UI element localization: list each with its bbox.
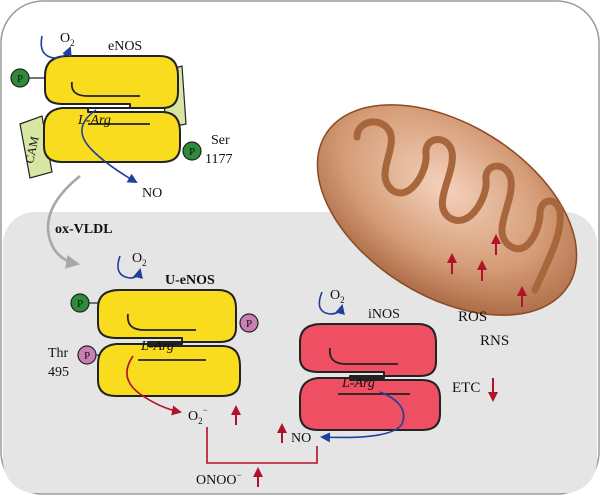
enos-phospho-right-label: P	[189, 146, 195, 158]
uenos-lar-label: L-Arg	[140, 339, 174, 354]
enos-phospho-left	[10, 68, 30, 88]
superoxide-arrow	[126, 355, 182, 416]
etc-label: ETC	[452, 380, 480, 396]
uenos-o2-label: O2	[132, 251, 147, 268]
uenos-o2-arrow	[117, 255, 143, 279]
inos-no-arrow	[320, 391, 405, 443]
ox-vldl-arrow	[46, 174, 81, 269]
enos-phospho-left-label: P	[17, 73, 23, 85]
uenos-phospho-left-label: P	[84, 350, 90, 362]
inos-groove	[328, 347, 398, 365]
ser-number: 1177	[205, 152, 232, 167]
inos-name: iNOS	[368, 307, 400, 322]
enos-phospho-right	[182, 141, 202, 161]
peroxynitrite-label: ONOO−	[196, 470, 242, 488]
enos-o2-label: O2	[60, 31, 75, 48]
uenos-enzyme: P P P	[70, 289, 259, 397]
thr-label: Thr	[48, 346, 69, 361]
enos-body	[43, 55, 181, 163]
uenos-groove	[126, 313, 196, 331]
inos-o2-arrow	[318, 291, 345, 315]
mitochondrion	[316, 104, 578, 316]
enos-lar-label: L-Arg	[77, 113, 111, 128]
superoxide-label: O2−	[188, 405, 208, 426]
enos-enzyme: CAM P P	[10, 55, 202, 179]
uenos-body	[97, 289, 241, 397]
enos-groove	[70, 81, 140, 97]
ser-label: Ser	[211, 133, 230, 148]
enos-no-arrow	[81, 109, 138, 183]
peroxynitrite-bracket	[206, 427, 318, 464]
enos-name: eNOS	[108, 39, 142, 54]
cam-label: CAM	[22, 135, 41, 165]
uenos-name: U-eNOS	[165, 273, 215, 288]
no-label: NO	[291, 431, 311, 446]
inos-body	[299, 323, 441, 431]
thr-number: 495	[48, 365, 69, 380]
ox-vldl-label: ox-VLDL	[55, 222, 113, 237]
inos-o2-label: O2	[330, 288, 345, 305]
uenos-phospho-right-label: P	[246, 318, 252, 330]
uenos-phospho-top-label: P	[77, 298, 83, 310]
enos-no-label: NO	[142, 186, 162, 201]
uenos-phospho-right	[239, 313, 259, 333]
inos-enzyme	[299, 323, 441, 431]
inos-lar-label: L-Arg	[341, 376, 375, 391]
rns-label: RNS	[480, 333, 509, 349]
enos-o2-arrow	[40, 35, 72, 59]
ros-label: ROS	[458, 309, 487, 325]
mitochondrion-cristae	[353, 118, 564, 294]
